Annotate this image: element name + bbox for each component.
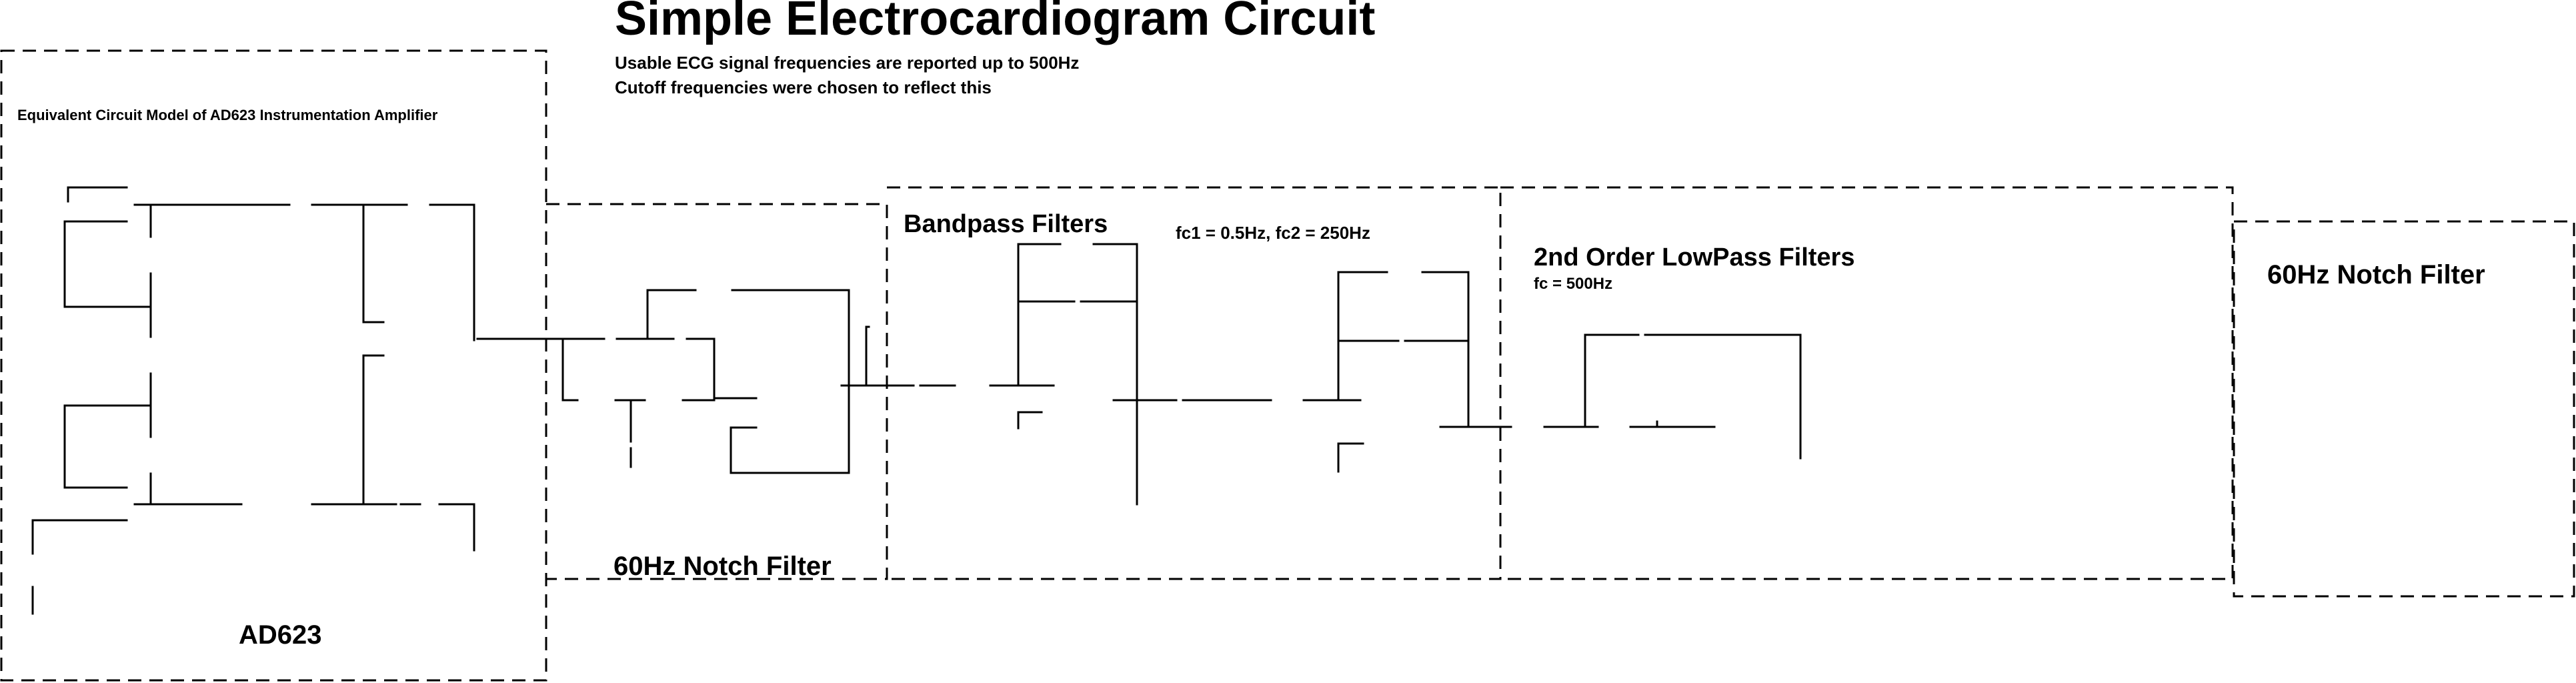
section-ad623: Equivalent Circuit Model of AD623 Instru…: [0, 49, 547, 682]
notch2-title: 60Hz Notch Filter: [2267, 260, 2485, 289]
section-notch-1: 60Hz Notch Filter: [546, 203, 888, 581]
section-lowpass: 2nd Order LowPass Filters fc = 500Hz: [1500, 186, 2234, 580]
subtitle-line-2: Cutoff frequencies were chosen to reflec…: [615, 77, 992, 97]
subtitle-line-1: Usable ECG signal frequencies are report…: [615, 53, 1079, 73]
section-bandpass: Bandpass Filters fc1 = 0.5Hz, fc2 = 250H…: [887, 186, 1502, 580]
bandpass-wires: [896, 243, 1504, 506]
section-box-lowpass: [1500, 186, 2234, 580]
bandpass-note: fc1 = 0.5Hz, fc2 = 250Hz: [1176, 223, 1370, 243]
notch1-title: 60Hz Notch Filter: [613, 552, 832, 581]
lowpass-note: fc = 500Hz: [1534, 275, 1612, 293]
notch1-wires: [561, 289, 898, 474]
section-box-notch-1: [546, 203, 888, 580]
ad623-footer: AD623: [239, 620, 322, 650]
section-notch-2: 60Hz Notch Filter: [2233, 220, 2575, 598]
section-box-ad623: [0, 49, 547, 682]
bandpass-title: Bandpass Filters: [904, 210, 1108, 238]
ad623-wires: [31, 186, 601, 615]
lowpass-title: 2nd Order LowPass Filters: [1534, 243, 1854, 271]
ad623-heading: Equivalent Circuit Model of AD623 Instru…: [17, 107, 438, 123]
section-box-notch-2: [2233, 220, 2575, 598]
section-box-bandpass: [887, 186, 1502, 580]
page-title: Simple Electrocardiogram Circuit: [615, 0, 1375, 45]
lowpass-wires: [1501, 333, 1802, 460]
